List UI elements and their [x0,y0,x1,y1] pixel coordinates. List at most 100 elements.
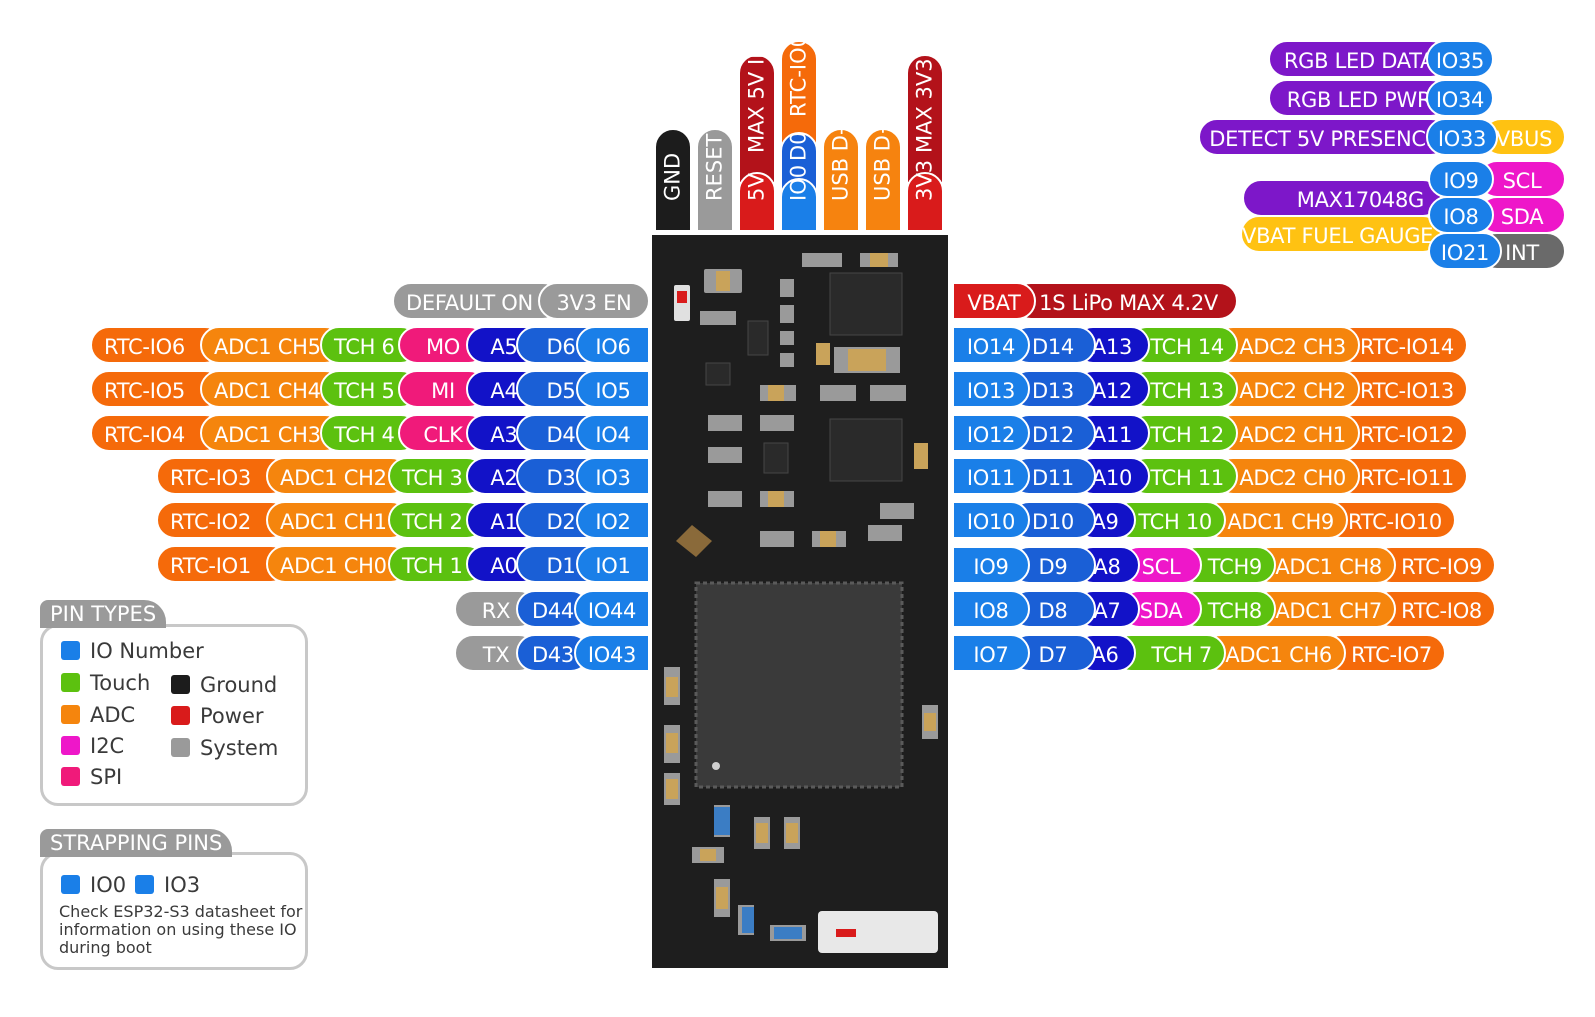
detect-label: DETECT 5V PRESENCE [1198,118,1450,156]
legend-item-touch: Touch [61,671,150,695]
top-pin-io0: IO0 [780,165,818,232]
left-pin-row: RTC-IO6 ADC1 CH5 TCH 6 MO A5 D6 IO6 [90,326,650,364]
top-pin-3v3: 3V3 [906,160,944,232]
spi-swatch [61,767,80,786]
adc-pin: ADC1 CH3 [200,414,344,452]
rtc-pin: RTC-IO5 [90,370,224,408]
io-pin: IO10 [952,501,1030,539]
strapping-pins-legend: IO0 IO3 Check ESP32-S3 datasheet for inf… [40,852,308,970]
left-serial-row: TX D43 IO43 [454,634,650,672]
pcb-components [664,253,938,953]
io-pin: IO5 [576,370,650,408]
io-pin: IO11 [952,457,1030,495]
io-pin: IO34 [1426,79,1494,117]
rtc-pin: RTC-IO7 [1322,634,1446,672]
strapping-io0: IO0 [61,873,126,897]
io-pin: IO35 [1426,40,1494,78]
right-pin-row: RTC-IO11 ADC2 CH0 TCH 11 A10 D11 IO11 [952,457,1468,495]
rtc-pin: RTC-IO4 [90,414,224,452]
adc-swatch [61,705,80,724]
default-on-badge: DEFAULT ON [392,282,562,320]
io-swatch [135,875,154,894]
left-pin-row: RTC-IO2 ADC1 CH1 TCH 2 A1 D2 IO2 [156,501,650,539]
right-pin-row: RTC-IO7 ADC1 CH6 TCH 7 A6 D7 IO7 [952,634,1446,672]
3v3-en-pin: 3V3 EN [538,282,650,320]
strapping-pins-title: STRAPPING PINS [40,829,233,857]
io-pin: IO1 [576,545,650,583]
right-pin-row: RTC-IO12 ADC2 CH1 TCH 12 A11 D12 IO12 [952,414,1468,452]
right-header-row: 1S LiPo MAX 4.2V VBAT [952,282,1238,320]
io-pin: IO3 [576,457,650,495]
right-pin-row: RTC-IO13 ADC2 CH2 TCH 13 A12 D13 IO13 [952,370,1468,408]
top-pin-usb-dp: USB D+ [864,117,902,232]
io-pin: IO8 [952,590,1030,628]
pcb-board [652,235,948,968]
legend-item-system: System [171,736,278,760]
legend-item-i2c: I2C [61,734,124,758]
touch-pin: TCH 11 [1128,457,1238,495]
int-row: INT IO21 [1428,232,1566,270]
right-pin-row: RTC-IO14 ADC2 CH3 TCH 14 A13 D14 IO14 [952,326,1468,364]
analog-pin: A3 [466,414,542,452]
adc-pin: ADC1 CH1 [266,501,410,539]
io-swatch [61,641,80,660]
top-pin-5v-extra: MAX 5V IN [738,43,776,184]
io-pin: IO9 [1428,160,1494,198]
left-header-row: DEFAULT ON 3V3 EN [392,282,650,320]
left-pin-row: RTC-IO3 ADC1 CH2 TCH 3 A2 D3 IO3 [156,457,650,495]
rtc-pin: RTC-IO9 [1372,546,1496,584]
adc-pin: ADC2 CH3 [1214,326,1360,364]
ground-swatch [171,675,190,694]
io-pin: IO43 [574,634,650,672]
top-pin-gnd: GND [654,128,692,232]
io-pin: IO14 [952,326,1030,364]
rgb-pwr-label: RGB LED PWR [1268,79,1450,117]
left-pin-row: RTC-IO4 ADC1 CH3 TCH 4 CLK A3 D4 IO4 [90,414,650,452]
io-pin: IO44 [574,590,650,628]
io-pin: IO13 [952,370,1030,408]
rtc-pin: RTC-IO8 [1372,590,1496,628]
strapping-io3: IO3 [135,873,200,897]
rgb-pwr-row: RGB LED PWR IO34 [1268,79,1494,117]
legend-item-ground: Ground [171,673,277,697]
top-pin-3v3-extra: MAX 3V3 IN [906,30,944,184]
top-pin-5v: 5V [738,172,776,232]
pin-types-title: PIN TYPES [40,600,167,628]
adc-pin: ADC1 CH0 [266,545,410,583]
touch-swatch [61,673,80,692]
adc-pin: ADC1 CH9 [1202,501,1348,539]
adc-pin: ADC2 CH2 [1214,370,1360,408]
top-pin-usb-dm: USB D- [822,127,860,232]
io-pin: IO9 [952,546,1030,584]
fuel-chip-label: MAX17048G [1242,179,1442,217]
legend-item-spi: SPI [61,765,122,789]
strapping-note: Check ESP32-S3 datasheet for information… [59,902,303,957]
adc-pin: ADC1 CH2 [266,457,410,495]
fuel-label-row: VBAT FUEL GAUGE [1240,215,1442,253]
left-serial-row: RX D44 IO44 [454,590,650,628]
adc-pin: ADC2 CH0 [1214,457,1360,495]
io-swatch [61,875,80,894]
system-swatch [171,738,190,757]
legend-item-io: IO Number [61,639,204,663]
io-pin: IO2 [576,501,650,539]
rgb-data-row: RGB LED DATA IO35 [1268,40,1494,78]
io-pin: IO6 [576,326,650,364]
spi-pin: MO [398,326,488,364]
right-pin-row: RTC-IO9 ADC1 CH8 TCH9 SCL A8 D9 IO9 [952,546,1496,584]
rtc-pin: RTC-IO2 [156,501,290,539]
vbat-note: 1S LiPo MAX 4.2V [1012,282,1238,320]
io-pin: IO8 [1428,196,1494,234]
io-pin: IO21 [1428,232,1502,270]
power-swatch [171,706,190,725]
top-pin-reset: RESET [696,128,734,232]
scl-row: SCL IO9 [1428,160,1566,198]
adc-pin: ADC1 CH8 [1252,546,1396,584]
io-pin: IO33 [1426,118,1498,156]
i2c-pin: SDA [1478,196,1566,234]
sda-row: SDA IO8 [1428,196,1566,234]
legend-item-adc: ADC [61,703,135,727]
left-pin-row: RTC-IO1 ADC1 CH0 TCH 1 A0 D1 IO1 [156,545,650,583]
io-pin: IO7 [952,634,1030,672]
right-pin-row: RTC-IO10 ADC1 CH9 TCH 10 A9 D10 IO10 [952,501,1456,539]
